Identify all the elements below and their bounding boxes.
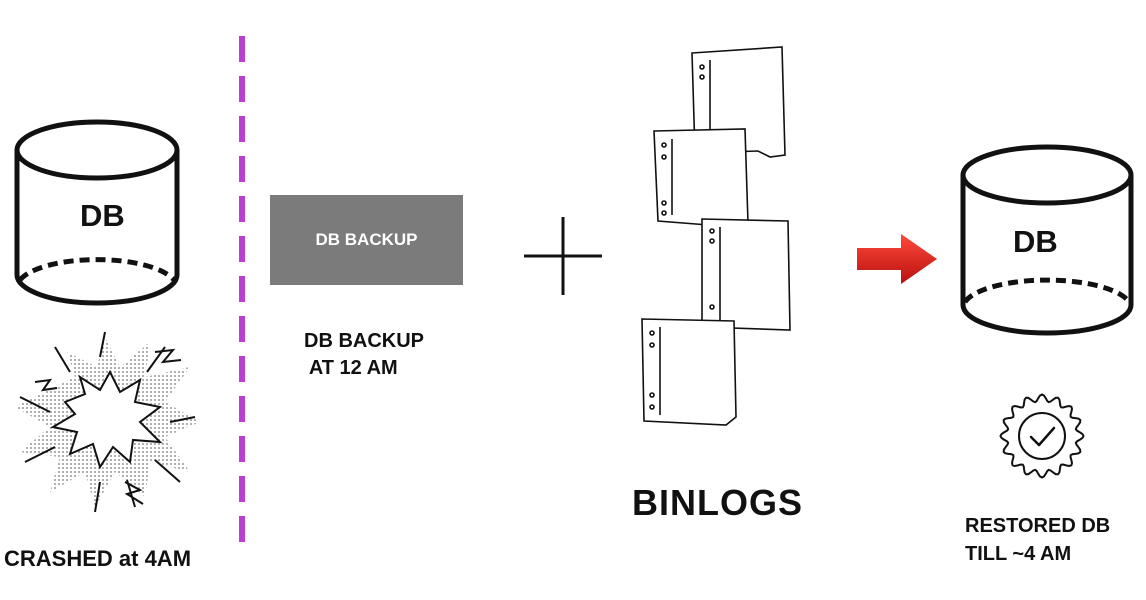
db-backup-box: DB BACKUP	[270, 195, 463, 285]
right-arrow-icon	[857, 234, 937, 284]
plus-icon	[524, 217, 602, 295]
binlogs-label: BINLOGS	[632, 482, 804, 523]
binlogs-document-stack-icon	[641, 46, 791, 426]
crashed-db-label: DB	[80, 198, 125, 233]
crashed-db-cylinder-icon	[14, 119, 180, 306]
db-backup-caption: DB BACKUP AT 12 AM	[304, 330, 424, 379]
timeline-divider	[239, 36, 245, 551]
explosion-icon	[15, 331, 200, 513]
verified-badge-icon	[999, 393, 1085, 479]
db-backup-box-label: DB BACKUP	[315, 230, 418, 249]
restored-db-label: DB	[1013, 224, 1058, 259]
restored-caption: RESTORED DB TILL ~4 AM	[965, 515, 1111, 565]
crashed-caption: CRASHED at 4AM	[4, 546, 192, 571]
restored-db-cylinder-icon	[960, 144, 1134, 336]
